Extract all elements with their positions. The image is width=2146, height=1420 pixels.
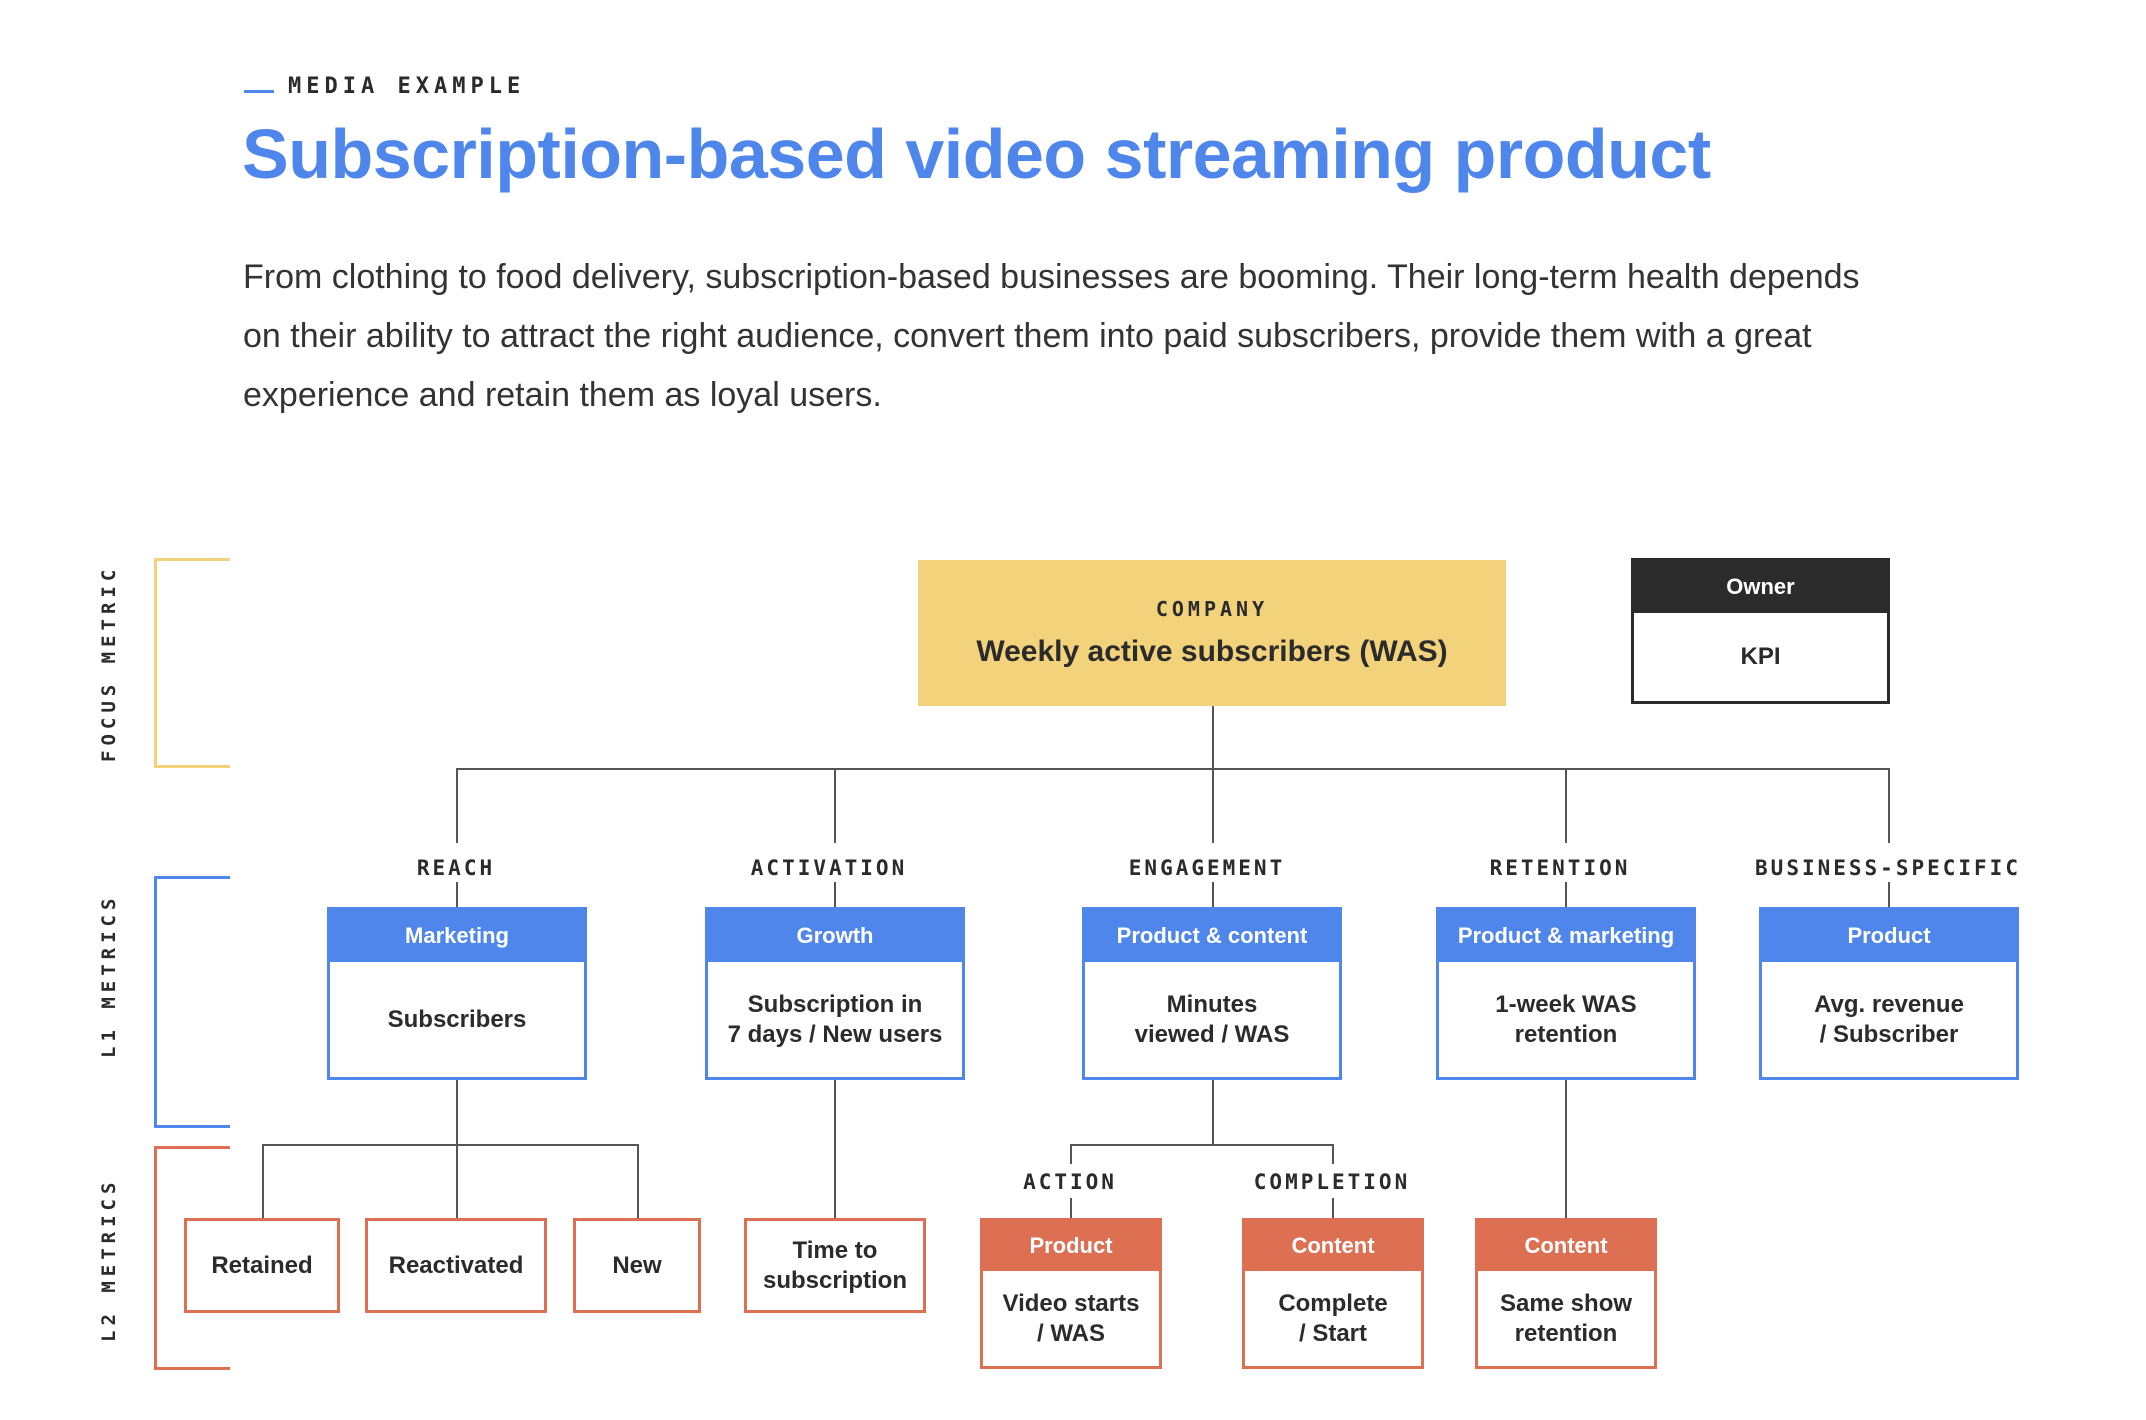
connector <box>1565 882 1567 908</box>
l2-box-same-show-retention: Content Same show retention <box>1475 1218 1657 1369</box>
legend-kpi: KPI <box>1740 643 1781 670</box>
stage-activation: ACTIVATION <box>750 856 908 880</box>
company-focus-metric: COMPANY Weekly active subscribers (WAS) <box>918 560 1506 706</box>
l1-kpi: 1-week WAS retention <box>1495 990 1637 1048</box>
connector <box>834 1078 836 1219</box>
l2-kpi: Video starts / WAS <box>1002 1289 1140 1347</box>
l2-owner: Product <box>983 1221 1159 1271</box>
l2-metrics-bracket <box>154 1146 230 1370</box>
connector <box>1212 1078 1214 1145</box>
connector <box>262 1144 638 1146</box>
l1-owner: Product & content <box>1085 910 1339 962</box>
connector <box>1565 1078 1567 1219</box>
page-title: Subscription-based video streaming produ… <box>242 115 1711 193</box>
connector <box>834 768 836 843</box>
l2-box-action: Product Video starts / WAS <box>980 1218 1162 1369</box>
connector <box>1888 882 1890 908</box>
connector <box>834 882 836 908</box>
l1-box-activation: Growth Subscription in 7 days / New user… <box>705 907 965 1080</box>
l1-metrics-label: L1 METRICS <box>98 893 120 1059</box>
l1-box-retention: Product & marketing 1-week WAS retention <box>1436 907 1696 1080</box>
l2-box-completion: Content Complete / Start <box>1242 1218 1424 1369</box>
stage-reach: REACH <box>416 856 496 880</box>
l2-owner: Content <box>1478 1221 1654 1271</box>
l2-owner: Content <box>1245 1221 1421 1271</box>
l2-box-reactivated: Reactivated <box>365 1218 547 1313</box>
connector <box>456 882 458 908</box>
eyebrow-rule <box>244 90 274 93</box>
company-kicker: COMPANY <box>1155 597 1269 621</box>
connector <box>1070 1144 1334 1146</box>
connector <box>1070 1198 1072 1219</box>
l1-metrics-bracket <box>154 876 230 1128</box>
stage-retention: RETENTION <box>1489 856 1631 880</box>
connector <box>1212 882 1214 908</box>
stage-completion: COMPLETION <box>1253 1170 1411 1194</box>
l1-kpi: Subscription in 7 days / New users <box>727 990 943 1048</box>
l2-kpi: Same show retention <box>1499 1289 1633 1347</box>
l1-kpi: Avg. revenue / Subscriber <box>1814 990 1964 1048</box>
connector <box>1888 768 1890 843</box>
connector <box>637 1144 639 1219</box>
connector <box>1212 705 1214 769</box>
eyebrow-label: MEDIA EXAMPLE <box>288 74 526 99</box>
l2-kpi: Complete / Start <box>1278 1289 1388 1347</box>
l1-box-engagement: Product & content Minutes viewed / WAS <box>1082 907 1342 1080</box>
intro-paragraph: From clothing to food delivery, subscrip… <box>243 258 1860 414</box>
l1-box-reach: Marketing Subscribers <box>327 907 587 1080</box>
l2-box-new: New <box>573 1218 701 1313</box>
connector <box>1070 1144 1072 1164</box>
l2-box-retained: Retained <box>184 1218 340 1313</box>
connector <box>262 1144 264 1219</box>
connector <box>1565 768 1567 843</box>
l2-kpi: Reactivated <box>388 1251 524 1279</box>
legend-box: Owner KPI <box>1631 558 1890 704</box>
legend-owner: Owner <box>1634 561 1887 613</box>
connector <box>456 768 458 843</box>
l2-box-time-to-subscription: Time to subscription <box>744 1218 926 1313</box>
l2-kpi: Time to subscription <box>762 1236 907 1294</box>
company-metric: Weekly active subscribers (WAS) <box>976 635 1448 668</box>
l1-owner: Marketing <box>330 910 584 962</box>
stage-business-specific: BUSINESS-SPECIFIC <box>1755 856 2021 880</box>
connector <box>1332 1144 1334 1164</box>
connector <box>1212 768 1214 843</box>
stage-action: ACTION <box>1023 1170 1117 1194</box>
connector <box>1332 1198 1334 1219</box>
l2-kpi: New <box>612 1251 662 1279</box>
l2-kpi: Retained <box>211 1251 313 1279</box>
l1-kpi: Minutes viewed / WAS <box>1134 990 1290 1048</box>
l1-box-business-specific: Product Avg. revenue / Subscriber <box>1759 907 2019 1080</box>
l2-metrics-label: L2 METRICS <box>98 1177 120 1343</box>
focus-metric-bracket <box>154 558 230 768</box>
l1-owner: Growth <box>708 910 962 962</box>
stage-engagement: ENGAGEMENT <box>1128 856 1286 880</box>
l1-kpi: Subscribers <box>387 1005 527 1033</box>
focus-metric-label: FOCUS METRIC <box>98 564 120 762</box>
connector <box>456 1078 458 1219</box>
l1-owner: Product & marketing <box>1439 910 1693 962</box>
connector <box>456 768 1888 770</box>
l1-owner: Product <box>1762 910 2016 962</box>
